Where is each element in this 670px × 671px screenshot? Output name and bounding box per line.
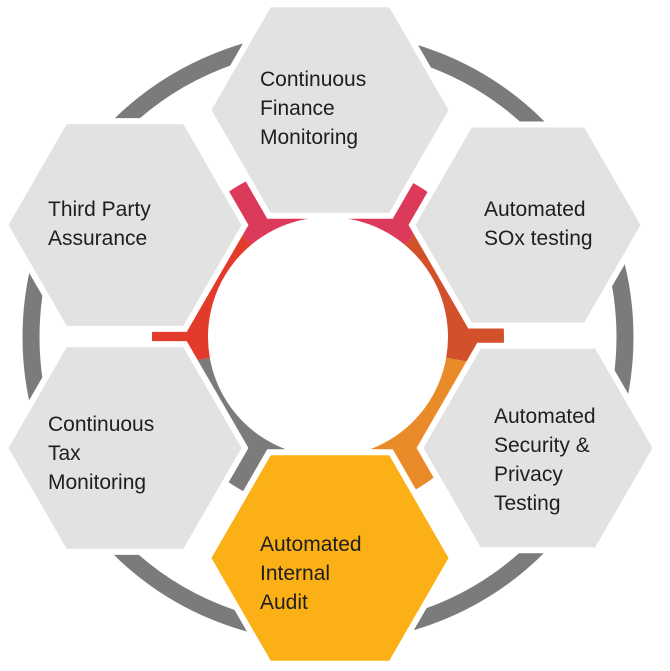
hexagon-label-line: SOx testing (484, 227, 593, 250)
hexagon-shape (408, 121, 648, 329)
hexagon-shape (416, 342, 660, 554)
hexagon-label-line: Automated (484, 198, 586, 221)
hexagon-label-line: Finance (260, 97, 335, 120)
hexagon-shape (1, 341, 249, 555)
hexagon-label-line: Tax (48, 442, 81, 465)
hexagon-shape (1, 118, 249, 332)
hexagon-label-line: Continuous (260, 68, 366, 91)
hexagon-label-line: Monitoring (48, 471, 146, 494)
hexagon-label-line: Third Party (48, 198, 151, 221)
hexagon-label-line: Assurance (48, 227, 147, 250)
hexagon-label-line: Internal (260, 562, 330, 585)
hexagon-label-line: Privacy (494, 463, 563, 486)
hexagon-label-line: Audit (260, 591, 308, 614)
hexagon-label-line: Security & (494, 434, 590, 457)
hexagon-label-line: Continuous (48, 413, 154, 436)
hexagon-label-line: Testing (494, 492, 561, 515)
hexagon-shape (204, 449, 456, 667)
hexagon-label-line: Automated (494, 405, 596, 428)
hexagon-label-line: Monitoring (260, 126, 358, 149)
hexagon-shape (204, 1, 456, 219)
hexagon-label-line: Automated (260, 533, 362, 556)
